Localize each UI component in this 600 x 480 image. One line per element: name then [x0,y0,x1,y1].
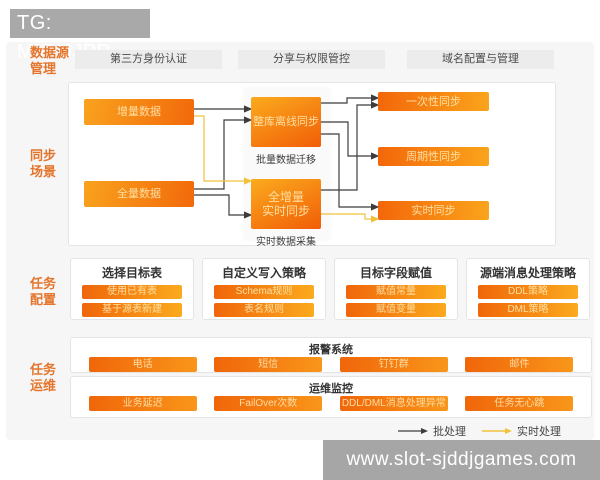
ops-row: 电话 短信 钉钉群 邮件 [71,357,591,372]
config-card-header: 选择目标表 [101,266,162,280]
ops-item: 短信 [214,357,323,372]
ops-item: 钉钉群 [339,357,448,372]
section-label-task-config: 任务 配置 [30,276,57,307]
ops-card-monitoring: 运维监控 业务延迟 FailOver次数 DDL/DML消息处理异常 任务无心跳 [70,376,592,418]
realtime-arrow-icon [482,428,512,434]
edge-full-offline [194,116,253,190]
config-item: Schema规则 [214,285,314,299]
ops-card-title: 运维监控 [309,383,353,395]
node-incremental-data: 增量数据 [84,99,194,125]
config-card-field-assignment: 目标字段赋值 赋值常量 赋值变量 [334,258,458,320]
ops-item: 业务延迟 [88,396,197,411]
watermark-bar: www.slot-sjddjgames.com [323,440,600,480]
config-card-header: 自定义写入策略 [221,266,306,280]
node-full-data: 全量数据 [84,181,194,207]
config-item: 赋值变量 [346,303,446,317]
config-item: 表名规则 [214,303,314,317]
config-card-write-strategy: 自定义写入策略 Schema规则 表名规则 [202,258,326,320]
edge-offline-realtimesync [321,133,380,211]
config-item: DDL策略 [478,285,578,299]
config-item: 赋值常量 [346,285,446,299]
node-offline-sync: 整库离线同步 [251,97,321,147]
legend: 批处理 实时处理 [398,423,561,439]
edge-incremental-realtime [194,115,253,185]
node-realtime-sync: 实时同步 [378,201,489,220]
ops-item: FailOver次数 [214,396,323,411]
section-label-data-source: 数据源 管理 [30,45,70,76]
section-label-task-ops: 任务 运维 [30,362,57,393]
edge-offline-once [321,94,380,104]
edge-full-realtime [194,194,253,219]
legend-batch: 批处理 [398,423,466,439]
config-item: DML策略 [478,303,578,317]
edge-realtime-once [321,101,380,191]
config-card-header: 目标字段赋值 [359,266,432,280]
batch-arrow-icon [398,428,428,434]
caption-batch-migration: 批量数据迁移 [256,155,316,166]
ops-item: 邮件 [465,357,574,372]
sync-flow-panel: 增量数据 全量数据 整库离线同步 批量数据迁移 全增量 实时同步 实时数据采集 … [68,82,556,248]
config-card-target-table: 选择目标表 使用已有表 基于源表新建 [70,258,194,320]
legend-realtime: 实时处理 [482,423,561,439]
header-badge: TG: MYYJJPP [10,9,150,63]
edge-realtime-realtimesync [321,213,380,223]
node-periodic-sync: 周期性同步 [378,147,489,166]
ops-item: 电话 [88,357,197,372]
section-label-sync: 同步 场景 [30,148,57,179]
ops-item: DDL/DML消息处理异常 [339,396,448,411]
ops-card-title: 报警系统 [309,344,353,356]
flow-edges [194,94,380,223]
data-source-box-share: 分享与权限管控 [238,50,385,69]
data-source-box-auth: 第三方身份认证 [75,50,222,69]
config-item: 基于源表新建 [82,303,182,317]
config-card-header: 源端消息处理策略 [479,266,576,280]
node-full-incremental-realtime-sync: 全增量 实时同步 [251,179,321,229]
config-item: 使用已有表 [82,285,182,299]
ops-row: 业务延迟 FailOver次数 DDL/DML消息处理异常 任务无心跳 [71,396,591,411]
config-card-message-strategy: 源端消息处理策略 DDL策略 DML策略 [466,258,590,320]
data-source-box-domain: 域名配置与管理 [407,50,554,69]
node-one-time-sync: 一次性同步 [378,92,489,111]
edge-offline-periodic [321,121,380,160]
ops-card-alarm-system: 报警系统 电话 短信 钉钉群 邮件 [70,337,592,373]
ops-item: 任务无心跳 [465,396,574,411]
caption-realtime-collection: 实时数据采集 [256,237,316,248]
